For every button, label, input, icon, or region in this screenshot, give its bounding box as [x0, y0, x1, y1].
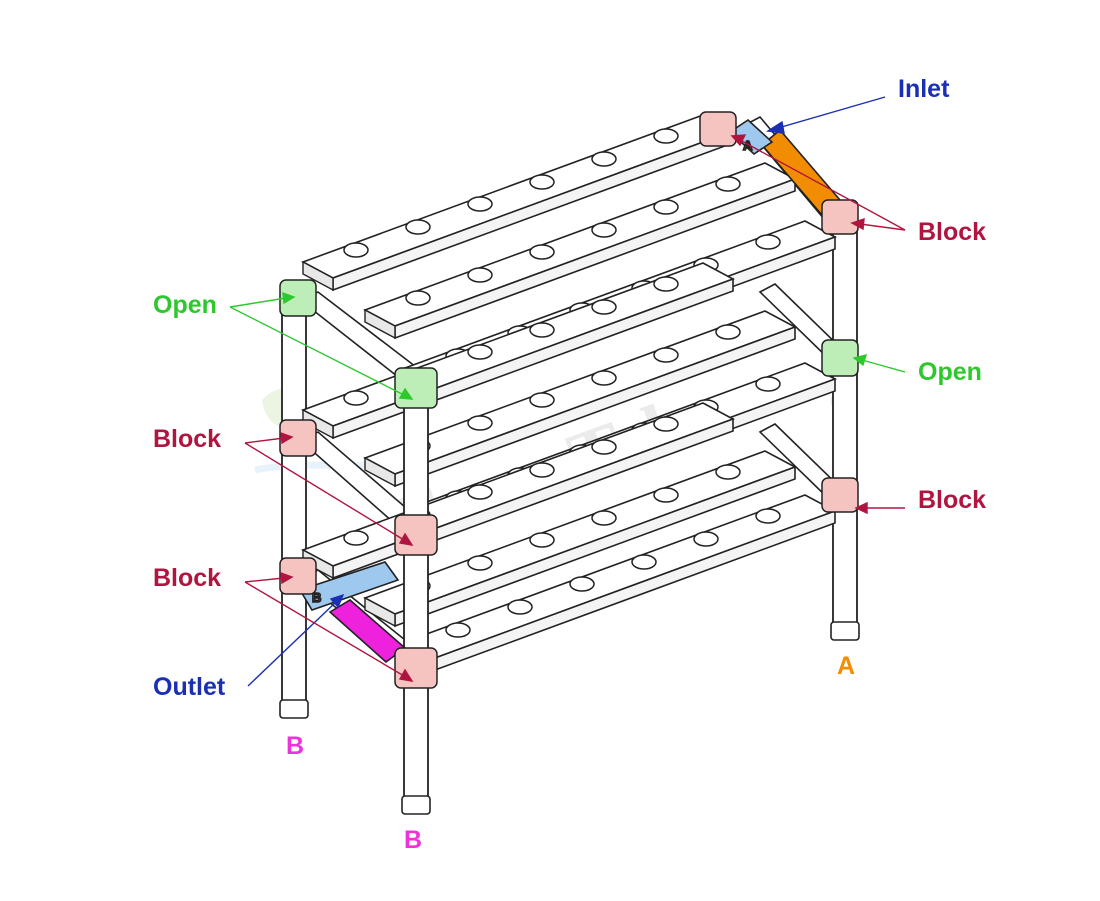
fitting-block-top-back	[699, 111, 737, 147]
label-foot-a: A	[837, 652, 855, 680]
fitting-block-right-low	[821, 477, 859, 513]
back-post-left	[279, 289, 309, 719]
fitting-open-right	[821, 339, 859, 377]
label-inlet: Inlet	[898, 75, 950, 103]
outlet-pipe: B	[298, 561, 407, 664]
label-block-left-mid: Block	[153, 425, 221, 453]
outlet-marker-b: B	[312, 590, 321, 605]
label-block-top-right: Block	[918, 218, 986, 246]
front-post	[401, 394, 431, 815]
label-foot-b-left: B	[286, 732, 304, 760]
fitting-block-front-mid	[394, 514, 438, 556]
label-block-left-low: Block	[153, 564, 221, 592]
inlet-marker-a: A	[743, 138, 753, 153]
callout-lines	[229, 96, 906, 687]
back-post-right	[830, 209, 860, 641]
fitting-block-left-low	[279, 557, 317, 595]
label-block-mid-right: Block	[918, 486, 986, 514]
fitting-block-top-right	[821, 199, 859, 235]
label-outlet: Outlet	[153, 673, 226, 701]
fitting-open-front-top	[394, 367, 438, 409]
label-open-right: Open	[918, 358, 982, 386]
fitting-block-front-low	[394, 647, 438, 689]
fitting-open-left-top	[279, 279, 317, 317]
block-fittings	[279, 111, 859, 689]
label-foot-b-front: B	[404, 826, 422, 854]
label-open-left: Open	[153, 291, 217, 319]
